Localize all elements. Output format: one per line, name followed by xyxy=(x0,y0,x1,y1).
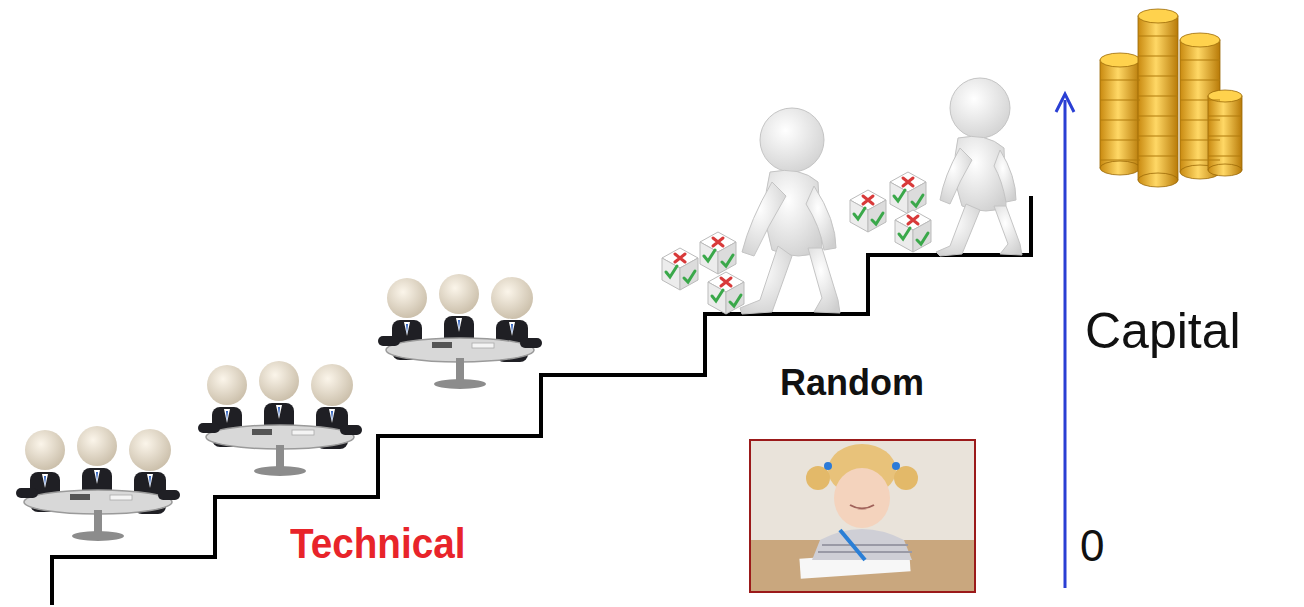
stage-label: Random xyxy=(780,365,924,401)
dice xyxy=(708,272,744,314)
staircase xyxy=(52,196,1031,605)
dice xyxy=(662,248,698,290)
child-photo xyxy=(750,440,975,592)
dice xyxy=(850,190,886,232)
axis-origin: 0 xyxy=(1080,524,1104,568)
walking-figure xyxy=(740,108,840,314)
capital-axis xyxy=(1056,94,1074,588)
meeting-group xyxy=(378,274,542,389)
dice xyxy=(700,232,736,274)
axis-label: Capital xyxy=(1085,306,1241,356)
meeting-group xyxy=(198,361,362,476)
walking-figure xyxy=(936,78,1022,256)
stage-label: Technical xyxy=(290,523,465,565)
meeting-group xyxy=(16,426,180,541)
dice xyxy=(890,172,926,214)
coin-stacks xyxy=(1100,9,1242,187)
dice xyxy=(895,210,931,252)
